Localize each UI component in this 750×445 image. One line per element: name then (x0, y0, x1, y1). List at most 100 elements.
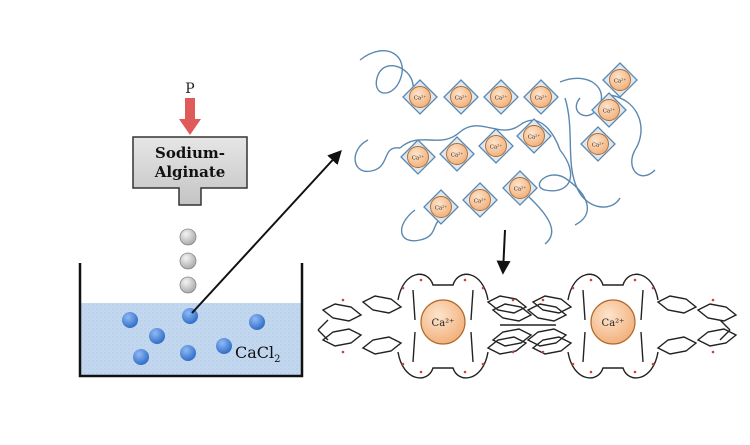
falling-droplet (179, 252, 197, 270)
calcium-ion (446, 143, 468, 165)
sugar-ring-bond (696, 328, 738, 347)
calcium-ion (598, 99, 620, 121)
oxygen-mark (341, 350, 345, 354)
bath-label-main: CaCl (235, 343, 274, 362)
oxygen-mark (463, 370, 467, 374)
calcium-ion-label: Ca²⁺ (514, 186, 527, 193)
calcium-ion-label: Ca²⁺ (451, 152, 464, 159)
oxygen-mark (651, 362, 655, 366)
zoom-arrow (191, 149, 342, 314)
calcium-ion-label: Ca²⁺ (455, 95, 468, 102)
sugar-ring-bond (656, 336, 698, 355)
sugar-ring-bond (361, 295, 403, 314)
polymer-strand (359, 50, 414, 96)
sugar-ring-bond (361, 336, 403, 355)
oxygen-mark (571, 286, 575, 290)
sugar-ring-bond (531, 336, 573, 355)
oxygen-mark (463, 278, 467, 282)
gel-bead (133, 349, 149, 365)
pressure-label: P (185, 81, 194, 97)
gel-bead (122, 312, 138, 328)
oxygen-mark (511, 298, 515, 302)
calcium-ion (609, 69, 631, 91)
oxygen-mark (711, 350, 715, 354)
sugar-ring-bond (696, 303, 738, 322)
sugar-ring-bond (486, 336, 528, 355)
structure-ion-right: Ca²⁺ (590, 299, 636, 345)
sugar-ring-bond (491, 303, 533, 322)
gel-bead (180, 345, 196, 361)
polymer-strand (564, 97, 621, 208)
calcium-ion (485, 135, 507, 157)
calcium-ion (523, 125, 545, 147)
calcium-ion-label: Ca²⁺ (435, 205, 448, 212)
sugar-ring-bond (567, 273, 659, 301)
gel-beads (122, 308, 265, 365)
oxygen-mark (633, 370, 637, 374)
sugar-ring-bond (397, 351, 489, 379)
oxygen-mark (419, 370, 423, 374)
polymer-strand (354, 139, 401, 173)
calcium-ion (530, 86, 552, 108)
oxygen-mark (541, 298, 545, 302)
polymer-strand (399, 119, 561, 151)
sugar-ring-bond (317, 319, 329, 341)
polymer-strand (400, 209, 446, 242)
beaker-outline (78, 263, 304, 378)
calcium-ion (469, 189, 491, 211)
sugar-ring-bond (531, 295, 573, 314)
sugar-ring-bond (567, 351, 659, 379)
calcium-ion (430, 196, 452, 218)
sugar-ring-bond (526, 328, 568, 347)
oxygen-mark (589, 278, 593, 282)
calcium-ion (490, 86, 512, 108)
structure-ion-label: Ca²⁺ (432, 318, 455, 329)
oxygen-mark (341, 298, 345, 302)
sugar-ring-bond (321, 303, 363, 322)
oxygen-mark (511, 350, 515, 354)
oxygen-mark (481, 362, 485, 366)
oxygen-mark (401, 362, 405, 366)
alginate-nozzle (132, 136, 248, 206)
calcium-ion-label: Ca²⁺ (603, 108, 616, 115)
polymer-strand (527, 195, 553, 245)
molecular-oxygen-marks (341, 278, 715, 374)
nozzle-label-line1: Sodium- (155, 144, 225, 162)
falling-droplet (179, 276, 197, 294)
sugar-ring-bond (397, 273, 489, 301)
egg-box-ions: Ca²⁺ Ca²⁺ Ca²⁺ Ca²⁺ Ca²⁺ Ca²⁺ Ca²⁺ Ca²⁺ Ca²⁺ Ca²⁺… (407, 69, 631, 218)
oxygen-mark (541, 350, 545, 354)
egg-box-network (354, 50, 656, 245)
oxygen-mark (633, 278, 637, 282)
structure-ion-left: Ca²⁺ (420, 299, 466, 345)
oxygen-mark (401, 286, 405, 290)
oxygen-mark (711, 298, 715, 302)
molecular-structure (317, 273, 738, 379)
structure-ion-label: Ca²⁺ (602, 318, 625, 329)
calcium-ion (587, 133, 609, 155)
calcium-ion-label: Ca²⁺ (535, 95, 548, 102)
calcium-ion-label: Ca²⁺ (414, 95, 427, 102)
calcium-ion-label: Ca²⁺ (592, 142, 605, 149)
sugar-ring-bond (656, 295, 698, 314)
calcium-ion-label: Ca²⁺ (474, 198, 487, 205)
calcium-ion (407, 146, 429, 168)
calcium-ion-label: Ca²⁺ (412, 155, 425, 162)
sugar-ring-bond (582, 289, 644, 363)
polymer-strand (609, 94, 656, 177)
sugar-ring-bond (486, 295, 528, 314)
oxygen-mark (571, 362, 575, 366)
polymer-strand (538, 149, 588, 226)
sugar-ring-bond (491, 328, 533, 347)
sugar-ring-bond (526, 303, 568, 322)
pressure-arrow (179, 98, 201, 135)
calcium-ion-label: Ca²⁺ (490, 144, 503, 151)
gel-bead (216, 338, 232, 354)
falling-droplet (179, 228, 197, 246)
calcium-ion-label: Ca²⁺ (528, 134, 541, 141)
oxygen-mark (651, 286, 655, 290)
sugar-ring-bond (321, 328, 363, 347)
calcium-ion (509, 177, 531, 199)
bath-label: CaCl2 (235, 343, 281, 365)
